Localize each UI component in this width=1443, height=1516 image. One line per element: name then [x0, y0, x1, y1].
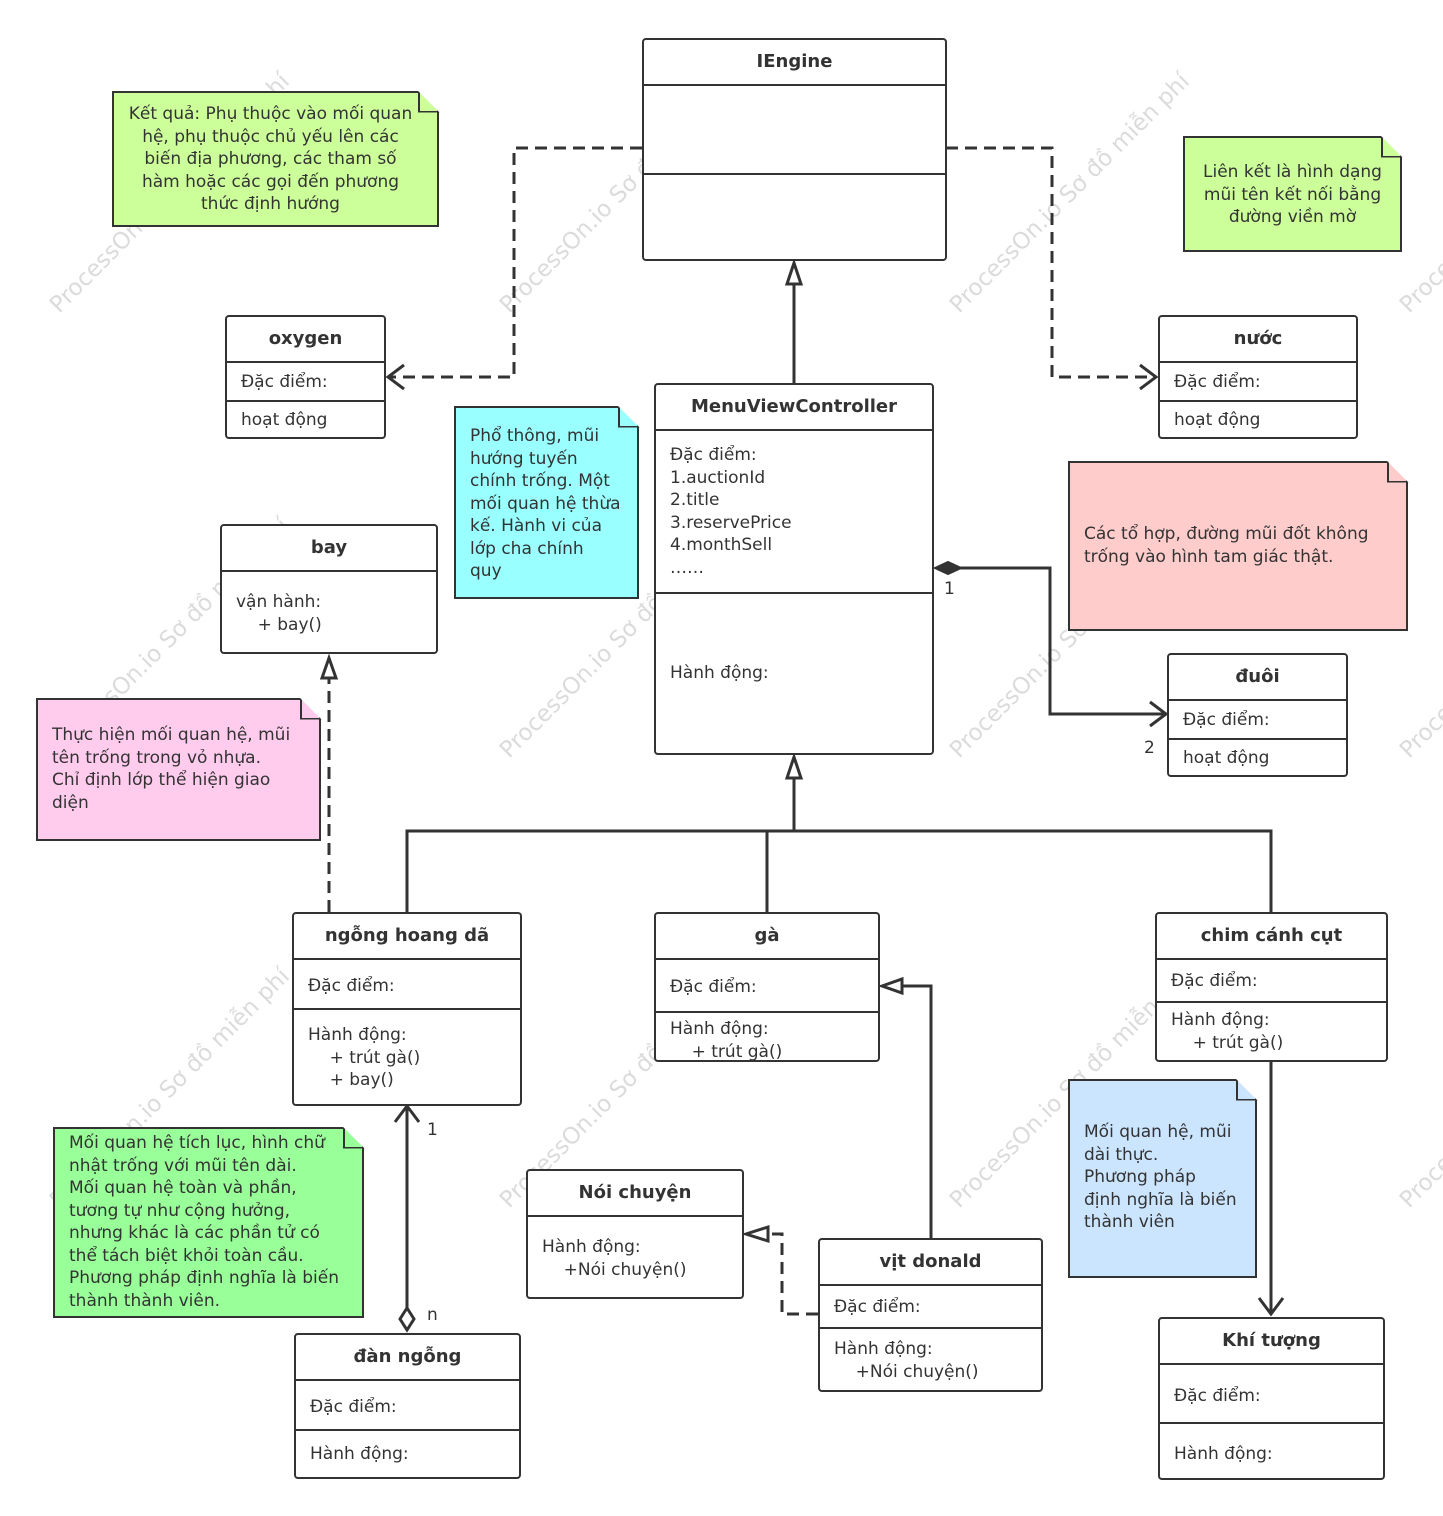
class-operations: Hành động:	[670, 663, 769, 683]
class-title: nước	[1233, 328, 1283, 349]
class-operations: Hành động: + trút gà()	[1171, 1010, 1284, 1053]
multiplicity-label: n	[427, 1305, 438, 1325]
hollow-triangle-arrowhead	[784, 258, 804, 286]
class-dan-ngong[interactable]: đàn ngỗng Đặc điểm: Hành động:	[294, 1333, 521, 1479]
class-operations: Hành động:	[1174, 1444, 1273, 1464]
class-title: IEngine	[756, 51, 833, 72]
class-attributes: Đặc điểm:	[1174, 372, 1261, 392]
class-title: gà	[754, 925, 780, 946]
class-attributes: Đặc điểm:	[1174, 1386, 1261, 1406]
class-noi-chuyen[interactable]: Nói chuyện Hành động: +Nói chuyện()	[526, 1169, 744, 1299]
class-attributes: Đặc điểm:	[1183, 710, 1270, 730]
class-operations: vận hành: + bay()	[236, 592, 322, 635]
class-title: ngỗng hoang dã	[324, 925, 490, 946]
class-attributes: Đặc điểm: 1.auctionId 2.title 3.reserveP…	[670, 445, 792, 578]
arrowhead-open	[1139, 363, 1159, 391]
arrowhead-open	[1149, 700, 1169, 728]
class-title: đuôi	[1235, 666, 1280, 687]
note-phothong[interactable]: Phổ thông, mũi hướng tuyến chính trống. …	[454, 405, 640, 599]
class-operations: Hành động: +Nói chuyện()	[542, 1237, 687, 1280]
class-ga[interactable]: gà Đặc điểm: Hành động: + trút gà()	[654, 912, 880, 1062]
class-title: chim cánh cụt	[1200, 925, 1343, 946]
hollow-triangle-arrowhead	[319, 653, 339, 680]
class-oxygen[interactable]: oxygen Đặc điểm: hoạt động	[225, 315, 386, 439]
note-thuchien[interactable]: Thực hiện mối quan hệ, mũi tên trống tro…	[36, 697, 322, 841]
class-operations	[644, 173, 945, 258]
note-tichluc[interactable]: Mối quan hệ tích lục, hình chữ nhật trốn…	[53, 1126, 365, 1318]
class-title: oxygen	[268, 328, 343, 349]
class-menuviewcontroller[interactable]: MenuViewController Đặc điểm: 1.auctionId…	[654, 383, 934, 755]
generalization-vit-ga	[902, 984, 933, 1238]
class-title: vịt donald	[879, 1251, 982, 1272]
note-text: Thực hiện mối quan hệ, mũi tên trống tro…	[52, 725, 291, 813]
class-attributes	[644, 84, 945, 173]
class-operations: hoạt động	[1183, 748, 1270, 768]
class-operations: hoạt động	[1174, 410, 1261, 430]
class-attributes: Đặc điểm:	[834, 1297, 921, 1317]
note-text: Mối quan hệ tích lục, hình chữ nhật trốn…	[69, 1133, 339, 1311]
hollow-triangle-arrowhead	[877, 976, 904, 996]
multiplicity-label: 1	[427, 1120, 438, 1140]
hollow-diamond	[398, 1305, 416, 1333]
note-text: Các tổ hợp, đường mũi đốt không trống và…	[1084, 524, 1369, 567]
note-tohop[interactable]: Các tổ hợp, đường mũi đốt không trống và…	[1068, 460, 1409, 631]
note-moiquanhe[interactable]: Mối quan hệ, mũi dài thực. Phương pháp đ…	[1068, 1078, 1258, 1278]
class-title: đàn ngỗng	[353, 1346, 462, 1367]
class-operations: Hành động: + trút gà()	[670, 1019, 783, 1062]
note-lienket[interactable]: Liên kết là hình dạng mũi tên kết nối bằ…	[1183, 135, 1403, 252]
class-operations: Hành động: +Nói chuyện()	[834, 1339, 979, 1382]
class-attributes: Đặc điểm:	[308, 976, 395, 996]
note-text: Mối quan hệ, mũi dài thực. Phương pháp đ…	[1084, 1122, 1237, 1232]
class-operations: hoạt động	[241, 410, 328, 430]
class-title: bay	[310, 537, 348, 558]
filled-diamond	[932, 560, 964, 576]
note-text: Phổ thông, mũi hướng tuyến chính trống. …	[470, 426, 621, 581]
class-iengine[interactable]: IEngine	[642, 38, 947, 261]
arrowhead-open	[393, 1103, 421, 1123]
class-title: Nói chuyện	[578, 1182, 692, 1203]
class-attributes: Đặc điểm:	[670, 977, 757, 997]
note-ketqua[interactable]: Kết quả: Phụ thuộc vào mối quan hệ, phụ …	[112, 90, 440, 227]
dependency-iengine-nuoc	[946, 146, 1156, 379]
class-duoi[interactable]: đuôi Đặc điểm: hoạt động	[1167, 653, 1348, 777]
class-vit-donald[interactable]: vịt donald Đặc điểm: Hành động: +Nói chu…	[818, 1238, 1043, 1392]
note-text: Liên kết là hình dạng mũi tên kết nối bằ…	[1203, 162, 1382, 227]
class-nuoc[interactable]: nước Đặc điểm: hoạt động	[1158, 315, 1358, 439]
class-attributes: Đặc điểm:	[310, 1397, 397, 1417]
class-title: Khí tượng	[1222, 1330, 1321, 1351]
dependency-iengine-oxygen	[388, 146, 642, 379]
realization-vit-noichuyen	[768, 1232, 818, 1316]
hollow-triangle-arrowhead	[784, 752, 804, 780]
generalization-tree	[405, 778, 1273, 912]
class-operations: Hành động: + trút gà() + bay()	[308, 1025, 421, 1090]
class-attributes: Đặc điểm:	[241, 372, 328, 392]
class-khi-tuong[interactable]: Khí tượng Đặc điểm: Hành động:	[1158, 1317, 1385, 1480]
class-attributes: Đặc điểm:	[1171, 971, 1258, 991]
arrowhead-open	[385, 363, 405, 391]
class-chim-canh-cut[interactable]: chim cánh cụt Đặc điểm: Hành động: + trú…	[1155, 912, 1388, 1062]
multiplicity-label: 1	[944, 579, 955, 599]
note-text: Kết quả: Phụ thuộc vào mối quan hệ, phụ …	[128, 104, 413, 214]
class-ngong-hoang-da[interactable]: ngỗng hoang dã Đặc điểm: Hành động: + tr…	[292, 912, 522, 1106]
multiplicity-label: 2	[1144, 738, 1155, 758]
arrowhead-open	[1257, 1297, 1285, 1317]
composition-menu-duoi	[960, 566, 1166, 716]
class-bay[interactable]: bay vận hành: + bay()	[220, 524, 438, 654]
hollow-triangle-arrowhead	[741, 1224, 770, 1244]
class-title: MenuViewController	[690, 396, 898, 417]
class-operations: Hành động:	[310, 1444, 409, 1464]
